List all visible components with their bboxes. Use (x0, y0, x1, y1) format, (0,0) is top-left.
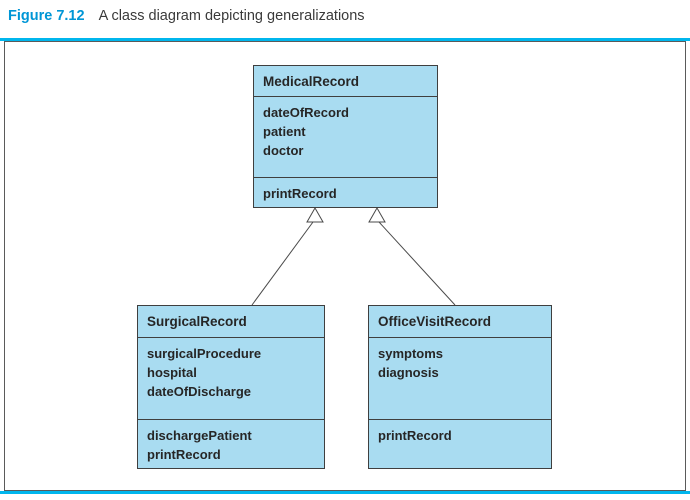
class-medicalrecord: MedicalRecord dateOfRecord patient docto… (253, 65, 438, 208)
figure-frame: MedicalRecord dateOfRecord patient docto… (4, 41, 686, 491)
attribute: hospital (147, 365, 197, 380)
operation: printRecord (263, 186, 337, 201)
class-name: MedicalRecord (263, 73, 360, 89)
class-operations: printRecord (254, 177, 437, 207)
generalization-arrowhead-surgical (306, 206, 324, 223)
attribute: diagnosis (378, 365, 439, 380)
attribute: symptoms (378, 346, 444, 361)
bottom-rule (0, 491, 690, 494)
attribute: surgicalProcedure (147, 346, 262, 361)
class-officevisitrecord: OfficeVisitRecord symptoms diagnosis pri… (368, 305, 552, 469)
operation: printRecord (147, 447, 221, 462)
class-operations: printRecord (369, 419, 551, 468)
top-rule (0, 38, 690, 41)
generalization-line-officevisit (378, 221, 456, 306)
class-surgicalrecord: SurgicalRecord surgicalProcedure hospita… (137, 305, 325, 469)
class-operations: dischargePatient printRecord (138, 419, 324, 468)
operation: dischargePatient (147, 428, 252, 443)
generalization-line-surgical (251, 221, 314, 306)
operation: printRecord (378, 428, 452, 443)
class-attributes: dateOfRecord patient doctor (254, 96, 437, 177)
class-attributes: surgicalProcedure hospital dateOfDischar… (138, 337, 324, 419)
class-attributes: symptoms diagnosis (369, 337, 551, 419)
class-name: SurgicalRecord (147, 314, 247, 329)
generalization-arrows (251, 206, 456, 306)
attribute: dateOfRecord (263, 105, 349, 120)
figure-title: A class diagram depicting generalization… (98, 8, 365, 24)
class-name: OfficeVisitRecord (378, 314, 492, 329)
attribute: patient (263, 124, 306, 139)
attribute: doctor (263, 143, 304, 158)
generalization-arrowhead-officevisit (368, 206, 386, 223)
figure-label: Figure 7.12 (8, 8, 85, 24)
figure-caption: Figure 7.12 A class diagram depicting gen… (0, 0, 690, 38)
attribute: dateOfDischarge (147, 384, 252, 399)
